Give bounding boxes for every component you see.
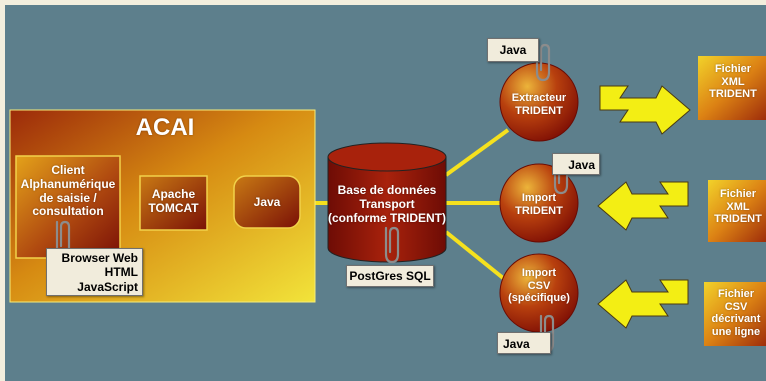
database-note: PostGres SQL [346,265,434,287]
database-line: (conforme TRIDENT) [328,210,446,225]
file-line: TRIDENT [714,213,762,226]
extracteur-label: Extracteur TRIDENT [500,92,578,117]
connector-database-csv [444,230,510,284]
file-label-3: Fichier CSV décrivant une ligne [704,288,766,339]
paperclip-icon-extracteur [535,43,551,82]
import-trident-line: Import [521,192,557,204]
export-arrow-1 [599,85,691,135]
import-csv-line: Import [521,267,557,279]
file-label-1: Fichier XML TRIDENT [698,63,766,101]
browser-note-line: HTML [104,265,138,280]
file-line: XML [726,200,750,213]
tomcat-line: Apache [151,187,196,201]
extracteur-line: Extracteur [511,92,567,104]
database-line: Base de données [337,183,437,197]
file-box-2 [708,180,766,242]
connector-database-extracteur [444,128,510,177]
java-box-label: Java [253,195,281,209]
browser-note-line: JavaScript [77,279,138,294]
file-line: Fichier [714,63,752,75]
file-box-3 [704,282,766,346]
import-trident-label: Import TRIDENT [500,192,578,217]
file-line: TRIDENT [709,88,757,101]
database-cylinder [327,142,447,263]
import-csv-note: Java [497,332,551,354]
browser-note-line: Browser Web [61,251,138,265]
extracteur-note: Java [487,38,539,62]
browser-note: Browser Web HTML JavaScript [46,248,143,296]
paperclip-icon-database [384,226,400,264]
import-trident-note: Java [552,153,600,175]
client-line: Alphanumérique [20,176,116,191]
import-trident-line: TRIDENT [515,204,563,217]
acai-title: ACAI [135,114,195,141]
client-line: de saisie / [39,190,97,205]
import-csv-line: CSV [527,279,551,292]
client-label: Client Alphanumérique de saisie / consul… [16,163,120,219]
file-line: une ligne [711,325,761,338]
client-line: Client [51,163,85,177]
tomcat-box [139,175,208,231]
file-line: CSV [724,300,748,313]
extracteur-circle [499,62,579,142]
file-line: Fichier [717,288,755,300]
database-line: Transport [359,196,415,211]
file-line: Fichier [719,188,757,200]
database-label: Base de données Transport (conforme TRID… [326,183,448,225]
file-line: XML [721,75,745,88]
file-box-1 [698,56,766,120]
import-arrow-3 [597,279,689,329]
file-line: décrivant [711,313,761,326]
import-arrow-2 [597,181,689,231]
tomcat-label: Apache TOMCAT [140,187,207,216]
java-box [233,175,301,229]
import-csv-line: (spécifique) [508,292,570,305]
client-line: consultation [32,204,104,219]
import-csv-label: Import CSV (spécifique) [500,267,578,305]
extracteur-line: TRIDENT [515,104,563,117]
tomcat-line: TOMCAT [148,200,199,215]
file-label-2: Fichier XML TRIDENT [708,188,766,226]
